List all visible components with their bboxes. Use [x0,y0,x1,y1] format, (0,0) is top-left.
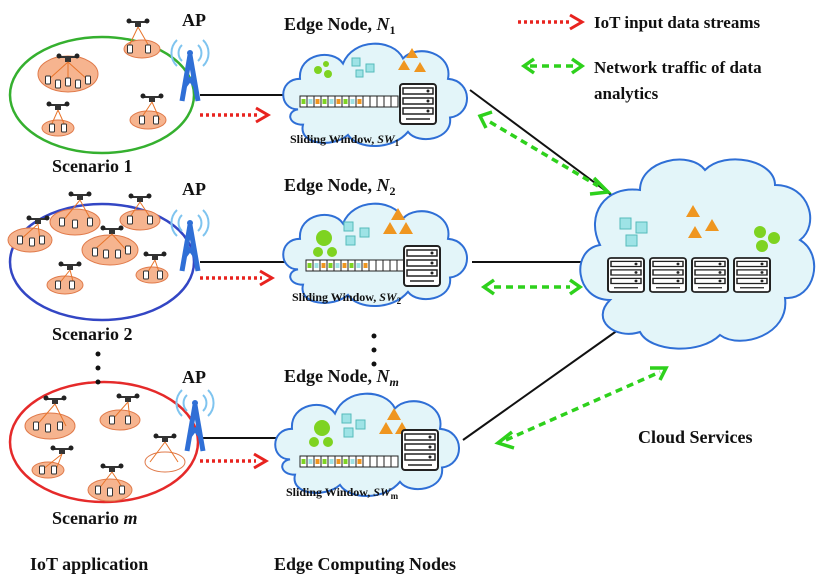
window-item [315,99,320,104]
window-item [314,263,319,268]
window-item [328,263,333,268]
edge-node-m-data [309,408,409,447]
cloud-icon [579,158,816,350]
sliding-window-label-2: Sliding Window, SW2 [292,290,402,306]
window-item [336,99,341,104]
server-rack-icon [649,257,687,293]
window-cell [375,259,384,272]
legend-network-arrow [520,57,586,75]
window-cell [369,455,378,468]
drone-icon [125,17,151,28]
window-item [301,459,306,464]
legend: IoT input data streams Network traffic o… [518,13,762,103]
sliding-window-m [299,455,399,468]
legend-network-label-line1: Network traffic of data [594,58,762,77]
legend-iot-label: IoT input data streams [594,13,760,32]
server-rack-icon [733,257,771,293]
window-item [343,99,348,104]
server-rack-icon [401,429,439,471]
window-cell [368,259,377,272]
window-cell [383,95,392,108]
edge-node-m-title: Edge Node, Nm [284,366,399,389]
window-item [350,99,355,104]
server-rack-icon [691,257,729,293]
legend-iot-arrow [518,13,585,31]
scenario-1-label: Scenario 1 [52,156,133,176]
sliding-window-1 [299,95,399,108]
server-rack-icon [399,83,437,125]
drone-icon [127,192,153,203]
window-cell [362,95,371,108]
window-item [342,263,347,268]
window-item [336,459,341,464]
sliding-window-label-m: Sliding Window, SWm [286,485,399,501]
legend-network-label-line2: analytics [594,84,659,103]
window-cell [390,95,399,108]
window-cell [383,455,392,468]
window-item [329,99,334,104]
edge-node-2-data [313,208,413,257]
circle-data-icon [314,66,322,74]
window-item [321,263,326,268]
server-rack-icon [607,257,645,293]
scenario-m [8,380,200,504]
window-item [308,99,313,104]
cloud-services-label: Cloud Services [638,427,753,447]
window-cell [362,455,371,468]
footer-iot-application: IoT application [30,554,148,574]
triangle-data-icon [406,48,418,58]
drone-icon [67,190,93,201]
window-item [350,459,355,464]
window-cell [382,259,391,272]
window-item [315,459,320,464]
network-traffic-arrows [477,110,669,450]
window-item [357,459,362,464]
window-item [357,99,362,104]
scenario-2-label: Scenario 2 [52,324,133,344]
server-rack-icon [403,245,441,287]
ap-label-1: AP [182,10,206,30]
ap-label-2: AP [182,179,206,199]
window-item [363,263,368,268]
edge-dots [371,333,377,367]
footer-edge-computing-nodes: Edge Computing Nodes [274,554,456,574]
scenario-dots [95,351,101,385]
window-cell [376,95,385,108]
cloud-icon [282,42,469,148]
window-item [356,263,361,268]
window-cell [390,455,399,468]
scenario-2 [7,190,196,322]
window-item [307,263,312,268]
window-item [322,99,327,104]
edge-node-1 [282,42,469,148]
scenario-1 [8,17,196,155]
window-cell [369,95,378,108]
edge-node-1-title: Edge Node, N1 [284,14,396,37]
iot-input-arrows [200,106,275,470]
sliding-window-2 [305,259,405,272]
window-item [343,459,348,464]
window-item [335,263,340,268]
edge-node-1-data [314,48,426,78]
scenario-m-label: Scenario m [52,508,138,528]
ap-label-3: AP [182,367,206,387]
window-cell [396,259,405,272]
sliding-window-label-1: Sliding Window, SW1 [290,132,400,148]
cloud-services [579,158,816,350]
square-data-icon [351,57,361,67]
window-item [329,459,334,464]
window-item [308,459,313,464]
window-cell [376,455,385,468]
window-item [322,459,327,464]
window-cell [389,259,398,272]
window-item [301,99,306,104]
edge-node-2-title: Edge Node, N2 [284,175,396,198]
backhaul-lines [200,89,619,441]
window-item [349,263,354,268]
